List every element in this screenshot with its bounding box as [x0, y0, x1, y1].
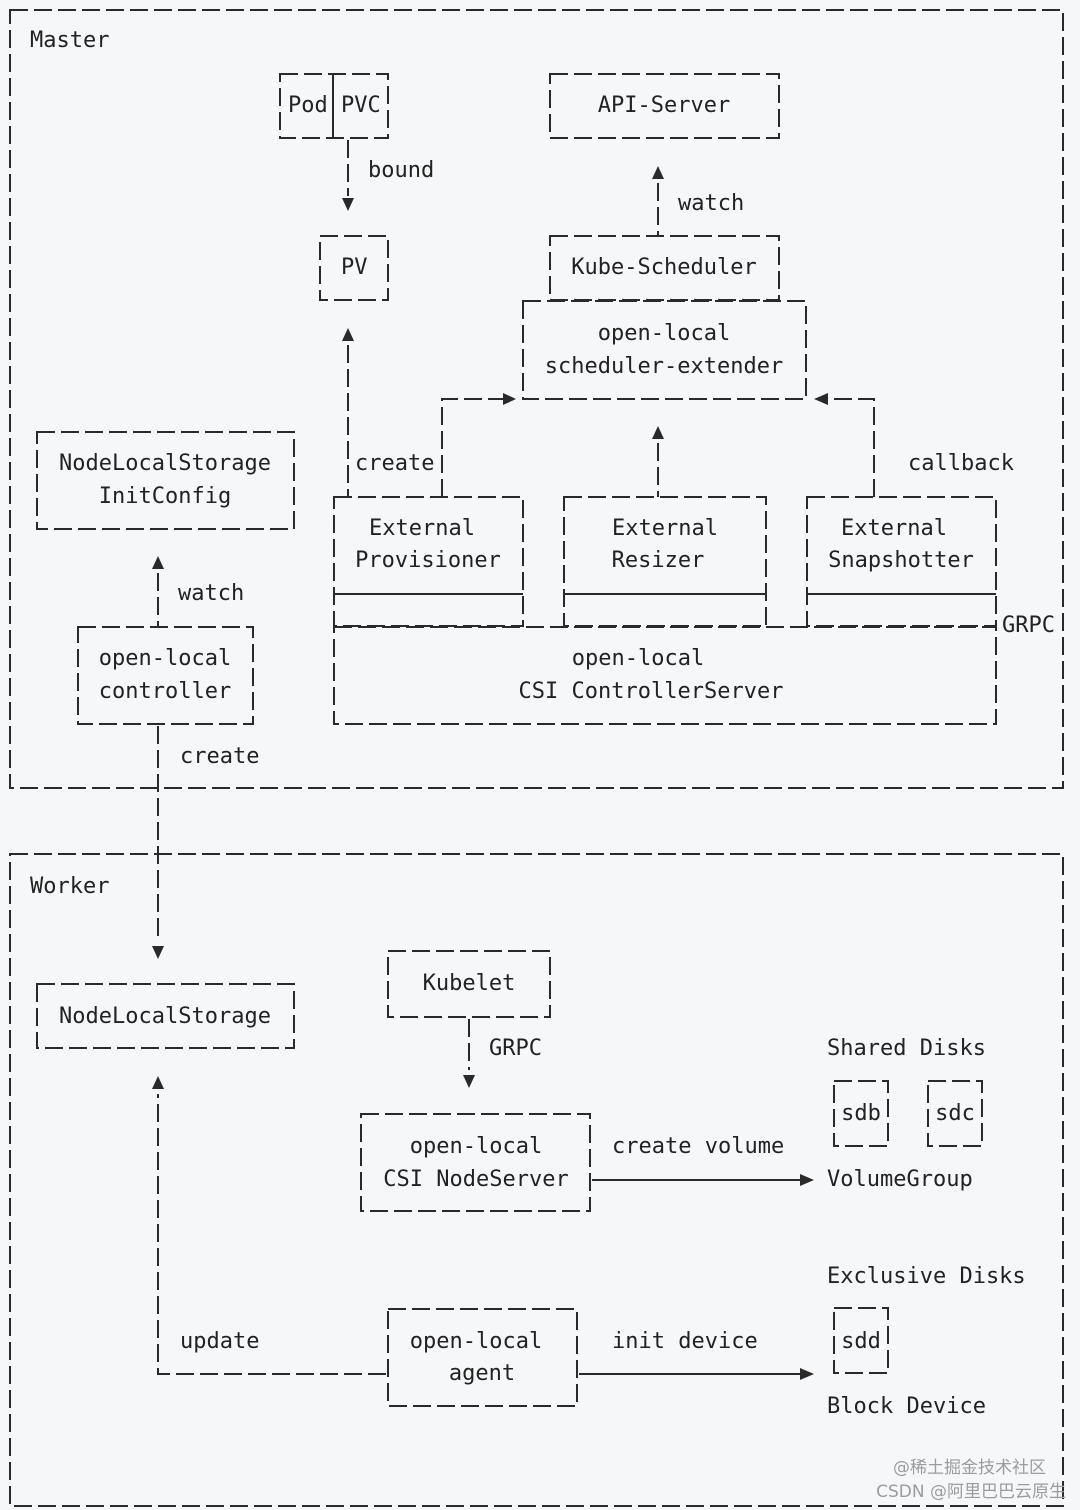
csi-node-line1: open-local — [410, 1134, 542, 1159]
sdc-box — [927, 1080, 983, 1147]
api-server-box — [549, 73, 780, 139]
sdb-label: sdb — [841, 1101, 881, 1126]
scheduler-extender-line2: scheduler-extender — [545, 354, 783, 379]
external-provisioner-line2: Provisioner — [355, 548, 501, 573]
create-pv-label: create — [355, 451, 434, 476]
sdd-label: sdd — [841, 1329, 881, 1354]
agent-box — [387, 1308, 578, 1407]
external-resizer-line1: External — [612, 516, 718, 541]
volume-group-label: VolumeGroup — [827, 1167, 973, 1192]
node-local-storage-label: NodeLocalStorage — [59, 1004, 271, 1029]
block-device-label: Block Device — [827, 1394, 986, 1419]
update-label: update — [180, 1329, 259, 1354]
kubelet-label: Kubelet — [423, 971, 516, 996]
create-nls-label: create — [180, 744, 259, 769]
init-device-arrowhead — [800, 1368, 814, 1380]
external-snapshotter-line1: External — [841, 516, 947, 541]
external-resizer-line2: Resizer — [612, 548, 705, 573]
csi-node-line2: CSI NodeServer — [383, 1167, 568, 1192]
exclusive-disks-label: Exclusive Disks — [827, 1264, 1026, 1289]
kube-scheduler-box — [549, 235, 780, 301]
controller-line1: open-local — [99, 646, 231, 671]
master-label: Master — [30, 28, 109, 53]
bound-arrowhead — [342, 198, 354, 211]
pv-box — [319, 235, 389, 301]
csi-node-box — [360, 1113, 591, 1212]
master-grpc-label: GRPC — [1002, 613, 1055, 638]
create-volume-arrowhead — [800, 1174, 814, 1186]
watch-api-label: watch — [678, 191, 744, 216]
nls-init-config-line1: NodeLocalStorage — [59, 451, 271, 476]
external-resizer-box — [563, 496, 767, 627]
sdc-label: sdc — [935, 1101, 975, 1126]
watermark-line2: CSDN @阿里巴巴云原生 — [876, 1482, 1066, 1502]
csi-controller-box — [333, 626, 997, 725]
provisioner-extender-arrowhead — [503, 393, 516, 405]
snapshotter-extender-arrow — [826, 398, 875, 497]
scheduler-extender-line1: open-local — [598, 321, 730, 346]
external-provisioner-line1: External — [369, 516, 475, 541]
update-arrowhead — [152, 1076, 164, 1089]
external-provisioner-box — [333, 496, 524, 627]
create-pv-arrowhead — [342, 328, 354, 341]
create-nls-arrowhead — [152, 946, 164, 959]
snapshotter-extender-arrowhead — [814, 393, 828, 405]
sdb-box — [833, 1080, 889, 1147]
nls-init-config-line2: InitConfig — [99, 484, 231, 509]
agent-line1: open-local — [410, 1329, 542, 1354]
worker-grpc-label: GRPC — [489, 1036, 542, 1061]
agent-line2: agent — [449, 1361, 515, 1386]
bound-label: bound — [368, 158, 434, 183]
controller-box — [77, 626, 254, 725]
nls-init-config-box — [36, 431, 295, 530]
watch-init-label: watch — [178, 581, 244, 606]
node-local-storage-box — [36, 983, 295, 1049]
external-snapshotter-line2: Snapshotter — [828, 548, 974, 573]
kube-scheduler-label: Kube-Scheduler — [571, 255, 756, 280]
watch-init-arrowhead — [152, 556, 164, 569]
csi-controller-line1: open-local — [572, 646, 704, 671]
csi-controller-line2: CSI ControllerServer — [519, 679, 784, 704]
api-server-label: API-Server — [598, 93, 730, 118]
update-arrow — [157, 1094, 386, 1375]
master-region — [9, 9, 1064, 789]
scheduler-extender-box — [522, 300, 807, 400]
controller-line2: controller — [99, 679, 231, 704]
watermark-line1: @稀土掘金技术社区 — [893, 1458, 1046, 1478]
init-device-label: init device — [612, 1329, 758, 1354]
sdd-box — [833, 1307, 889, 1374]
resizer-extender-arrowhead — [652, 426, 664, 439]
watch-api-arrowhead — [652, 166, 664, 179]
pvc-label: PVC — [341, 93, 381, 118]
callback-label: callback — [908, 451, 1014, 476]
shared-disks-label: Shared Disks — [827, 1036, 986, 1061]
pv-label: PV — [341, 255, 368, 280]
pod-label: Pod — [288, 93, 328, 118]
create-volume-label: create volume — [612, 1134, 784, 1159]
kubelet-grpc-arrowhead — [463, 1075, 475, 1088]
kubelet-box — [387, 950, 551, 1018]
worker-region — [9, 853, 1064, 1507]
provisioner-extender-arrow — [441, 398, 505, 497]
worker-label: Worker — [30, 874, 109, 899]
